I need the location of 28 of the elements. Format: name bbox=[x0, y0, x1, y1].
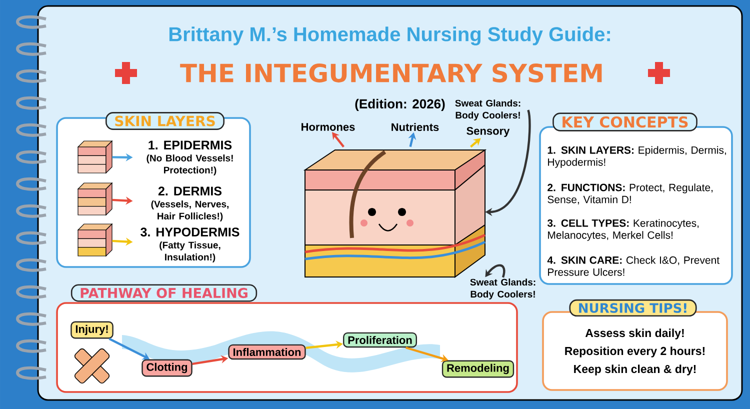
heading-tab: KEY CONCEPTS bbox=[552, 112, 698, 132]
step-box: Clotting bbox=[142, 359, 192, 377]
layer-text: 3. HYPODERMIS (Fatty Tissue, Insulation!) bbox=[140, 228, 240, 262]
heading-tab: SKIN LAYERS bbox=[106, 112, 225, 130]
arrow bbox=[485, 264, 506, 278]
tip-text: Assess skin daily! bbox=[585, 328, 684, 340]
label-text: Nutrients bbox=[392, 122, 439, 132]
list-item: 4. SKIN CARE: Check I&O, Prevent Pressure Ulcers! bbox=[547, 256, 720, 276]
edition-text: (Edition: 2026) bbox=[355, 98, 445, 112]
step-box: Proliferation bbox=[343, 332, 417, 348]
layer-text: 1. EPIDERMIS (No Blood Vessels! Protection!) bbox=[146, 140, 233, 176]
step-box: Injury! bbox=[70, 321, 114, 339]
step-box: Inflammation bbox=[228, 344, 306, 360]
label-text: Sweat Glands: Body Coolers! bbox=[455, 100, 520, 120]
tip-text: Keep skin clean & dry! bbox=[574, 364, 696, 376]
step-box: Remodeling bbox=[442, 360, 514, 378]
heading-tab: PATHWAY OF HEALING bbox=[70, 284, 258, 302]
tip-text: Reposition every 2 hours! bbox=[565, 346, 704, 358]
subtitle: Brittany M.’s Homemade Nursing Study Guide: bbox=[169, 26, 610, 46]
layer-text: 2. DERMIS (Vessels, Nerves, Hair Follicles!) bbox=[151, 186, 229, 222]
label-text: Sensory bbox=[466, 127, 510, 137]
list-item: 2. FUNCTIONS: Protect, Regulate, Sense, Vitamin D! bbox=[548, 184, 713, 204]
label-text: Hormones bbox=[302, 123, 355, 131]
list-item: 1. SKIN LAYERS: Epidermis, Dermis, Hypodermis! bbox=[548, 146, 726, 168]
label-text: Sweat Glands: Body Coolers! bbox=[470, 278, 536, 300]
list-item: 3. CELL TYPES: Keratinocytes, Melanocytes, Merkel Cells! bbox=[547, 219, 699, 241]
heading-tab: NURSING TIPS! bbox=[569, 299, 697, 317]
title: THE INTEGUMENTARY SYSTEM bbox=[180, 64, 602, 82]
